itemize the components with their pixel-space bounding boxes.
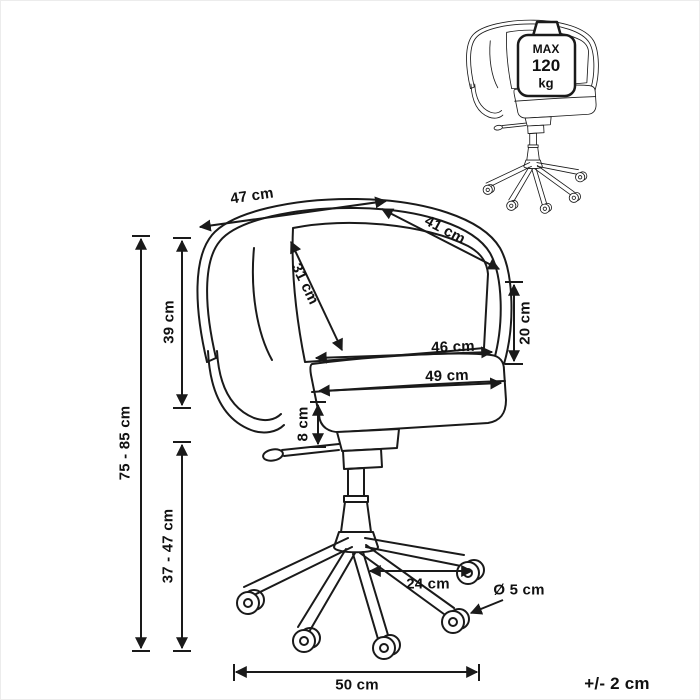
badge-weight-value: 120 bbox=[531, 56, 561, 75]
dim-seat-front-width-label: 49 cm bbox=[424, 366, 470, 386]
badge-unit-label: kg bbox=[538, 75, 554, 91]
tolerance-label: +/- 2 cm bbox=[584, 674, 650, 693]
badge-max-label: MAX bbox=[532, 42, 560, 56]
dim-seat-thickness-label: 8 cm bbox=[294, 406, 312, 442]
badge-body bbox=[516, 33, 577, 98]
max-weight-badge bbox=[516, 20, 577, 98]
dim-backrest-height-label: 39 cm bbox=[160, 300, 178, 344]
dim-seat-back-width-label: 46 cm bbox=[430, 337, 476, 357]
dim-total-height-label: 75 - 85 cm bbox=[116, 405, 134, 481]
dim-caster-diameter-label: Ø 5 cm bbox=[493, 581, 545, 599]
chair-line-art bbox=[196, 197, 513, 660]
dim-seat-height-label: 37 - 47 cm bbox=[159, 508, 177, 584]
dimension-arrows bbox=[132, 196, 523, 681]
dim-backrest-side-height-label: 20 cm bbox=[516, 301, 534, 345]
dim-base-width-label: 50 cm bbox=[335, 676, 379, 694]
dim-leg-length-label: 24 cm bbox=[406, 575, 450, 593]
